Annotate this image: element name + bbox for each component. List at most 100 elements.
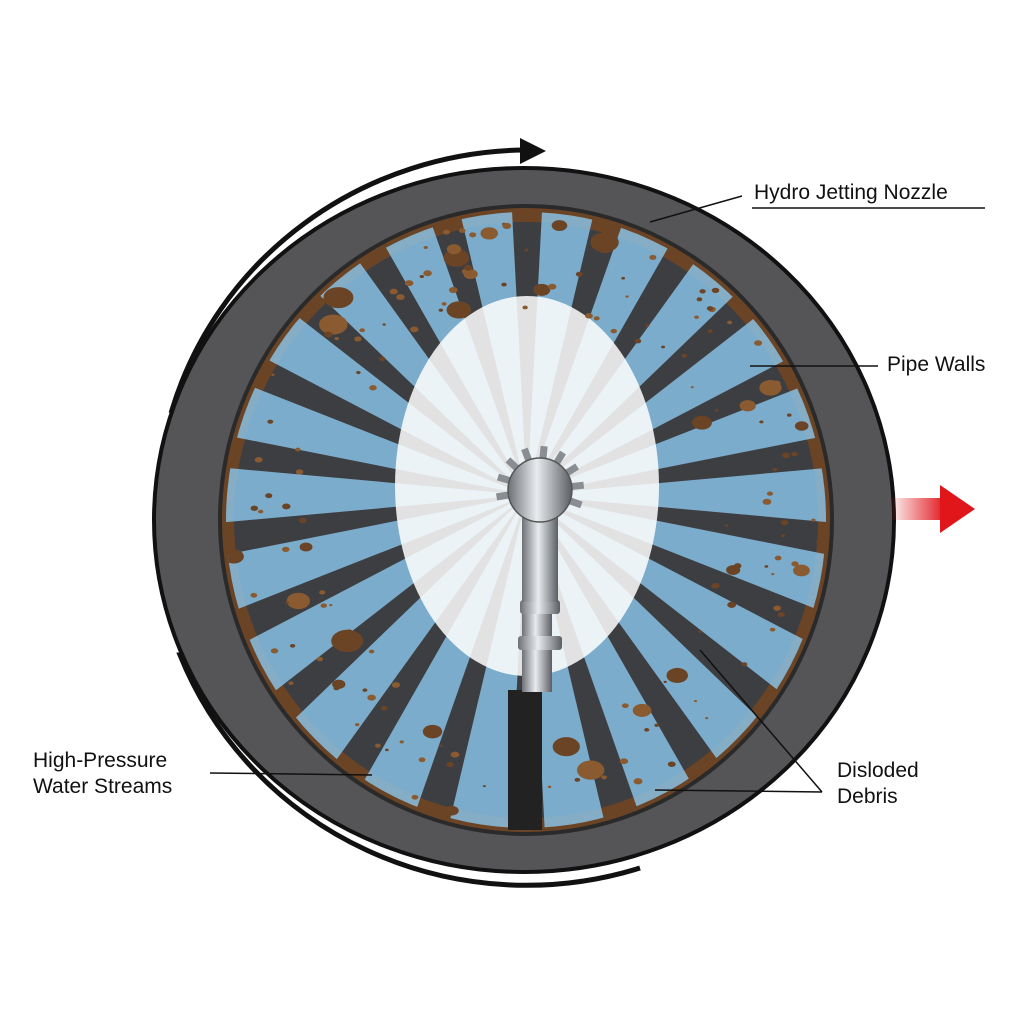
debris-particle [707, 329, 713, 333]
debris-particle [706, 306, 714, 311]
debris-particle [522, 305, 528, 310]
debris-particle [577, 760, 605, 780]
debris-particle [480, 227, 498, 240]
debris-particle [450, 751, 460, 758]
debris-particle [663, 680, 667, 684]
debris-particle [764, 565, 769, 568]
debris-particle [463, 264, 473, 271]
debris-particle [271, 373, 275, 376]
debris-particle [574, 777, 581, 782]
label-line: High-Pressure [33, 749, 168, 772]
debris-particle [691, 415, 712, 430]
debris-particle [319, 314, 348, 335]
debris-particle [404, 280, 414, 287]
debris-particle [610, 328, 617, 334]
debris-particle [286, 592, 311, 610]
debris-particle [690, 386, 694, 389]
debris-particle [694, 315, 700, 319]
debris-particle [634, 338, 642, 344]
debris-particle [551, 220, 568, 232]
rotation-arrow-icon [168, 138, 641, 888]
debris-particle [782, 452, 790, 459]
debris-particle [621, 276, 626, 280]
label-line: Debris [837, 785, 898, 808]
debris-particle [419, 274, 425, 279]
debris-particle [359, 328, 366, 333]
debris-particle [418, 757, 426, 763]
leader-lines [209, 195, 985, 793]
debris-particle [439, 744, 443, 747]
debris-particle [714, 409, 719, 412]
debris-particle [282, 503, 291, 510]
debris-particle [649, 254, 657, 260]
debris-particle [323, 287, 354, 309]
debris-particle [267, 419, 274, 424]
debris-particle [645, 324, 650, 327]
debris-particle [773, 605, 782, 611]
debris-particle [772, 380, 781, 387]
debris-particle [699, 289, 706, 294]
debris-particle [389, 288, 398, 295]
debris-particle [422, 724, 443, 739]
debris-particle [354, 336, 362, 342]
debris-particle [282, 546, 290, 552]
debris-particle [762, 498, 772, 505]
debris-particle [442, 229, 450, 235]
debris-particle [552, 737, 580, 757]
debris-particle [766, 491, 773, 496]
debris-particle [444, 805, 459, 816]
debris-particle [667, 761, 676, 767]
debris-particle [780, 520, 789, 526]
debris-particle [367, 694, 376, 701]
debris-particle [410, 326, 419, 333]
water-stream [226, 464, 527, 526]
debris-particle [791, 451, 798, 457]
debris-particle [362, 688, 368, 692]
debris-particle [288, 681, 294, 685]
debris-particle [596, 241, 614, 254]
debris-particle [502, 222, 512, 229]
debris-particle [771, 573, 775, 576]
debris-particle [329, 604, 333, 607]
debris-particle [378, 356, 386, 362]
nozzle [495, 445, 585, 830]
debris-particle [443, 248, 470, 267]
debris-particle [469, 232, 477, 238]
debris-particle [441, 302, 447, 306]
debris-particle [625, 295, 629, 298]
debris-particle [727, 601, 737, 608]
debris-particle [501, 282, 507, 287]
debris-particle [423, 270, 432, 277]
debris-particle [644, 728, 650, 732]
debris-particle [289, 643, 296, 648]
debris-particle [711, 582, 720, 589]
debris-particle [257, 509, 264, 514]
debris-particle [575, 271, 583, 277]
debris-particle [777, 612, 785, 618]
debris-particle [265, 493, 273, 499]
debris-particle [696, 297, 703, 302]
debris-particle [727, 320, 733, 325]
debris-particle [524, 248, 529, 252]
debris-particle [316, 656, 324, 662]
debris-particle [666, 667, 688, 683]
debris-particle [369, 385, 377, 391]
debris-particle [705, 717, 709, 720]
debris-particle [446, 301, 472, 319]
debris-particle [693, 699, 698, 703]
debris-particle [766, 389, 773, 394]
debris-particle [226, 549, 244, 564]
debris-particle [446, 761, 454, 768]
debris-particle [396, 294, 405, 301]
debris-particle [794, 421, 809, 431]
debris-particle [793, 564, 810, 577]
debris-particle [458, 228, 466, 233]
debris-particle [391, 682, 401, 688]
debris-particle [299, 542, 313, 552]
debris-particle [739, 400, 756, 412]
debris-particle [741, 662, 748, 667]
label-line: Disloded [837, 759, 919, 782]
debris-particle [411, 794, 419, 800]
debris-particle [772, 467, 778, 472]
debris-particle [438, 308, 444, 312]
